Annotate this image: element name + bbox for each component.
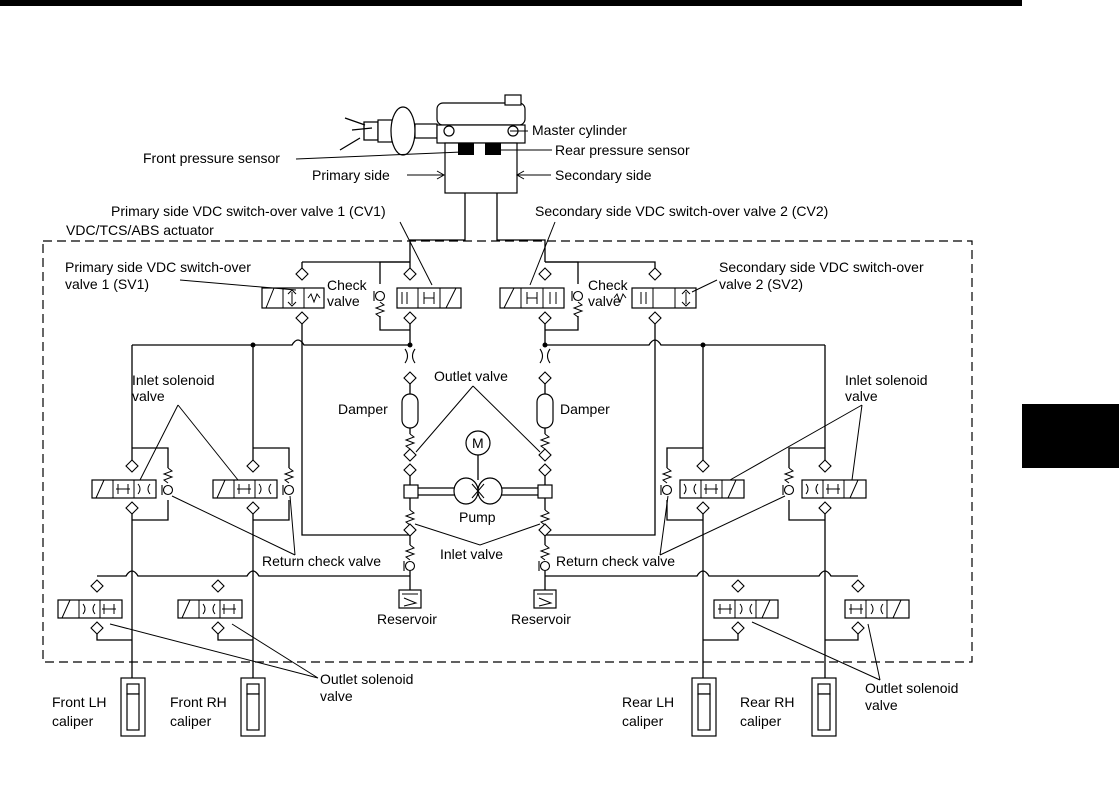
front-rh-label: Front RH (170, 694, 227, 710)
primary-side-label: Primary side (312, 167, 390, 183)
sv2-label-line2: valve 2 (SV2) (719, 276, 803, 292)
inlet-solenoid-valve-rr (782, 447, 867, 521)
rear-rh-caliper (811, 677, 837, 737)
cv1-valve (396, 267, 462, 325)
return-check-valve-left-label: Return check valve (262, 553, 381, 569)
check-valve-right-line2: valve (588, 293, 621, 309)
outlet-solenoid-valve-rl (703, 579, 779, 641)
cv2-label: Secondary side VDC switch-over valve 2 (… (535, 203, 828, 219)
reservoir-left-label: Reservoir (377, 611, 437, 627)
brake-pedal-booster (339, 106, 438, 156)
outlet-solenoid-valve-rr (825, 579, 910, 641)
inlet-solenoid-left-line1: Inlet solenoid (132, 372, 215, 388)
front-lh-caliper-label: caliper (52, 713, 94, 729)
right-damper-circuit (536, 348, 554, 477)
master-cylinder (436, 94, 526, 194)
sv1-label-line1: Primary side VDC switch-over (65, 259, 251, 275)
outlet-valve-label: Outlet valve (434, 368, 508, 384)
outlet-solenoid-right-line2: valve (865, 697, 898, 713)
motor-label: M (472, 435, 484, 451)
inlet-solenoid-valve-fl (91, 447, 174, 521)
left-damper-circuit (401, 348, 419, 477)
front-rh-caliper-label: caliper (170, 713, 212, 729)
pump-label: Pump (459, 509, 496, 525)
actuator-boundary (42, 240, 973, 663)
rear-rh-caliper-label: caliper (740, 713, 782, 729)
rear-pressure-sensor-label: Rear pressure sensor (555, 142, 690, 158)
rear-lh-caliper-label: caliper (622, 713, 664, 729)
check-valve-left-line1: Check (327, 277, 368, 293)
damper-left-label: Damper (338, 401, 388, 417)
reservoir-right (533, 589, 557, 609)
check-valve-left-line2: valve (327, 293, 360, 309)
front-lh-label: Front LH (52, 694, 106, 710)
outlet-solenoid-left-line2: valve (320, 688, 353, 704)
return-check-valve-right-label: Return check valve (556, 553, 675, 569)
reservoir-right-label: Reservoir (511, 611, 571, 627)
header-rule (0, 0, 1022, 6)
pump-motor (403, 430, 553, 505)
inlet-solenoid-valve-fr (212, 447, 295, 521)
reservoir-left (398, 589, 422, 609)
outlet-solenoid-valve-fl (57, 579, 132, 641)
section-tab (1022, 404, 1119, 468)
master-cylinder-label: Master cylinder (532, 122, 627, 138)
inlet-solenoid-right-line2: valve (845, 388, 878, 404)
outlet-solenoid-right-line1: Outlet solenoid (865, 680, 958, 696)
front-rh-caliper (240, 677, 266, 737)
front-pressure-sensor-label: Front pressure sensor (143, 150, 280, 166)
actuator-label: VDC/TCS/ABS actuator (66, 222, 214, 238)
sv2-valve (613, 267, 697, 325)
check-valve-right-line1: Check (588, 277, 629, 293)
inlet-solenoid-left-line2: valve (132, 388, 165, 404)
outlet-solenoid-valve-fr (177, 579, 253, 641)
front-lh-caliper (120, 677, 146, 737)
rear-rh-label: Rear RH (740, 694, 794, 710)
inlet-valve-label: Inlet valve (440, 546, 503, 562)
sv1-valve (261, 267, 325, 325)
cv1-label: Primary side VDC switch-over valve 1 (CV… (111, 203, 386, 219)
sv1-label-line2: valve 1 (SV1) (65, 276, 149, 292)
cv2-valve (499, 267, 565, 325)
rear-lh-label: Rear LH (622, 694, 674, 710)
inlet-solenoid-right-line1: Inlet solenoid (845, 372, 928, 388)
damper-right-label: Damper (560, 401, 610, 417)
sv2-label-line1: Secondary side VDC switch-over (719, 259, 924, 275)
secondary-side-label: Secondary side (555, 167, 652, 183)
rear-lh-caliper (691, 677, 717, 737)
outlet-solenoid-left-line1: Outlet solenoid (320, 671, 413, 687)
